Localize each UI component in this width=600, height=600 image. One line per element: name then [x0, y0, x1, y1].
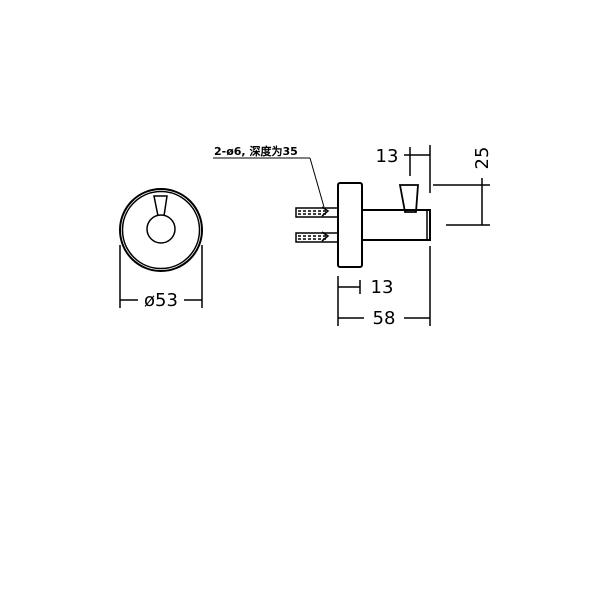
front-view: ø53: [119, 188, 203, 311]
hook-side: [398, 184, 419, 213]
side-view: 2-ø6, 深度为35 13 25 13 58: [213, 144, 493, 329]
rosette-inner-circle: [121, 190, 201, 270]
hole-note: 2-ø6, 深度为35: [214, 144, 298, 158]
leader-line: [309, 157, 325, 208]
diameter-label: ø53: [144, 290, 178, 311]
hook-offset-label: 13: [376, 146, 399, 167]
hook-rod: [361, 209, 431, 241]
wall-anchor-top: [295, 206, 339, 218]
rosette-outer-circle: [119, 188, 203, 272]
rod-end-circle: [146, 214, 176, 244]
mounting-plate: [337, 182, 363, 268]
hook-front: [153, 195, 168, 217]
plate-thickness-label: 13: [371, 277, 394, 298]
wall-anchor-bottom: [295, 231, 339, 243]
total-depth-label: 58: [373, 308, 396, 329]
hook-height-label: 25: [472, 147, 493, 170]
